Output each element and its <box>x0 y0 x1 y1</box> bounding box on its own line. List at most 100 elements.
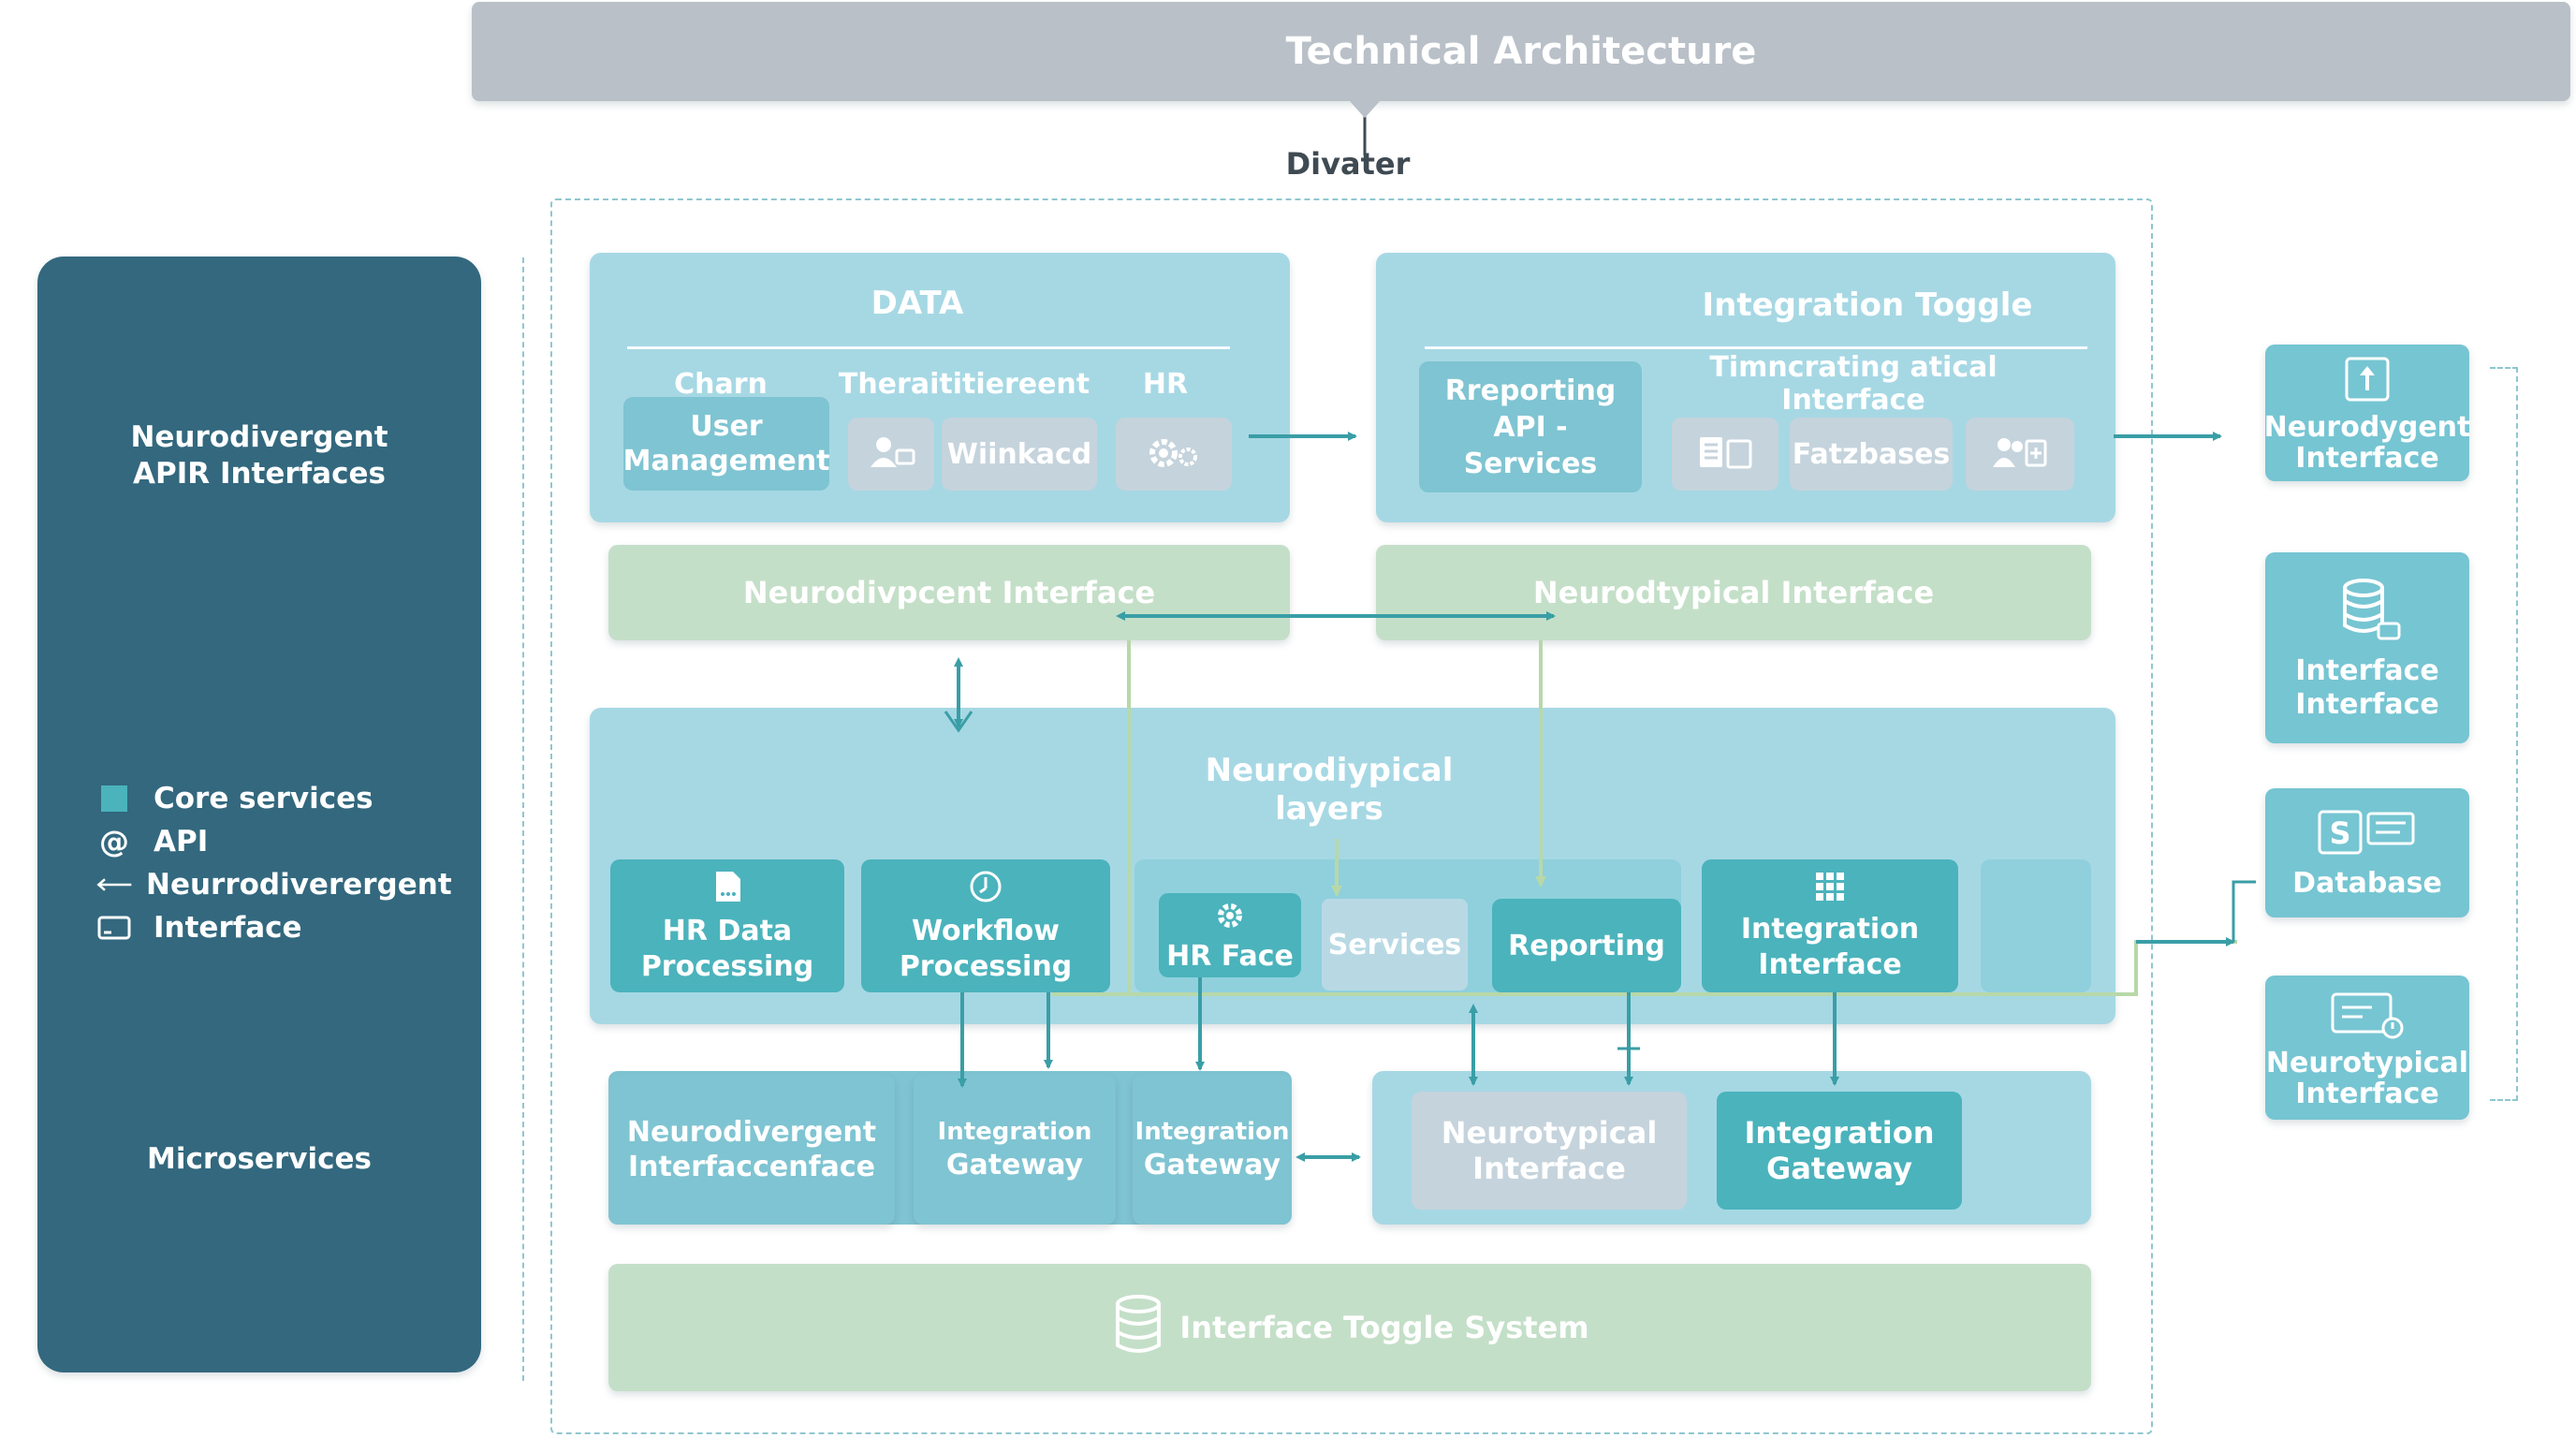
reporting-box[interactable]: Reporting <box>1492 899 1681 992</box>
hr-data-line1: HR Data <box>662 915 793 948</box>
legend-label: Neurrodiverergent <box>146 868 452 902</box>
hr-face-text: HR Face <box>1166 939 1294 973</box>
dollar-doc-icon: S <box>2316 806 2419 867</box>
neurodtypical-interface-bar[interactable]: Neurodtypical Interface <box>1376 545 2091 640</box>
integration-header-2: Timncrating atical Interface <box>1666 351 2041 417</box>
reporting-api-services-box[interactable]: Rreporting API - Services <box>1419 361 1642 492</box>
legend: Core services @ API Neurrodiverergent In… <box>95 777 470 949</box>
layers-title: Neurodiypical layers <box>1123 745 1535 835</box>
right-neurotypical-interface[interactable]: Neurotypical Interface <box>2265 976 2469 1120</box>
gw3-line1: Integration <box>1744 1114 1935 1151</box>
toggle-system-text: Interface Toggle System <box>1179 1310 1589 1345</box>
integration-interface-box[interactable]: Integration Interface <box>1702 859 1958 992</box>
clock-icon <box>967 868 1004 915</box>
arrow-left-icon <box>95 875 133 894</box>
document-tile[interactable] <box>1672 418 1778 491</box>
neurotypical-interface-box[interactable]: Neurotypical Interface <box>1412 1092 1687 1210</box>
user-add-icon <box>1989 432 2051 477</box>
neurodivpcent-interface-bar[interactable]: Neurodivpcent Interface <box>608 545 1290 640</box>
integration-gateway-1[interactable]: Integration Gateway <box>914 1075 1116 1225</box>
nd-iface-line1: Neurodivergent <box>626 1115 877 1149</box>
data-col-header-1: Charn <box>646 365 796 403</box>
left-panel-heading: Neurodivergent APIR Interfaces <box>37 414 481 498</box>
data-title-text: DATA <box>871 285 964 322</box>
gw3-line2: Gateway <box>1766 1151 1912 1186</box>
right-item-line2: Interface <box>2295 687 2439 721</box>
legend-item-api: @ API <box>95 820 470 863</box>
data-col-header-3: HR <box>1123 365 1208 403</box>
nt-iface-line1: Neurotypical <box>1441 1114 1658 1151</box>
gw2-line2: Gateway <box>1143 1148 1281 1181</box>
services-text: Services <box>1327 928 1462 961</box>
at-icon: @ <box>99 824 129 859</box>
legend-item-core: Core services <box>95 777 470 820</box>
reporting-line2: API - <box>1493 410 1568 444</box>
nd-iface-line2: Interfaccenface <box>628 1151 875 1183</box>
hr-face-box[interactable]: HR Face <box>1159 893 1301 977</box>
card-icon <box>2325 987 2409 1048</box>
col-header-text: Charn <box>674 367 768 401</box>
neurodivpcent-text: Neurodivpcent Interface <box>742 575 1156 610</box>
documents-icon <box>1692 432 1758 477</box>
user-add-tile[interactable] <box>1966 418 2074 491</box>
title-bar: Technical Architecture <box>472 2 2570 101</box>
data-box-title: DATA <box>590 277 1245 330</box>
right-database[interactable]: S Database <box>2265 788 2469 917</box>
grid-icon <box>1813 870 1847 913</box>
chevron-down-icon <box>944 711 973 733</box>
left-heading-line1: Neurodivergent <box>130 420 388 455</box>
services-box[interactable]: Services <box>1322 899 1468 990</box>
gw1-line1: Integration <box>937 1118 1092 1146</box>
integration-iface-line1: Integration <box>1740 913 1920 946</box>
divater-label: Divater <box>1245 140 1451 187</box>
workflow-line1: Workflow <box>912 915 1060 948</box>
fatzbases-tile[interactable]: Fatzbases <box>1790 418 1953 491</box>
microservices-text: Microservices <box>147 1141 372 1176</box>
settings-tile[interactable] <box>1116 418 1232 491</box>
fatzbases-text: Fatzbases <box>1792 437 1951 471</box>
reporting-text: Reporting <box>1508 929 1665 962</box>
green-connector-bottom <box>1052 940 2237 996</box>
right-neurodygent-interface[interactable]: Neurodygent Interface <box>2263 345 2471 481</box>
workflow-processing-box[interactable]: Workflow Processing <box>861 859 1110 992</box>
integration-iface-line2: Interface <box>1758 947 1902 981</box>
neurodtypical-text: Neurodtypical Interface <box>1532 575 1935 610</box>
right-item-line1: Neurodygent <box>2263 410 2471 444</box>
title-pointer <box>1350 101 1380 118</box>
user-group-tile[interactable] <box>848 418 934 491</box>
hr-data-line2: Processing <box>640 949 814 983</box>
user-management-box[interactable]: User Management <box>623 397 829 491</box>
legend-label: Interface <box>154 911 302 945</box>
right-item-line2: Interface <box>2295 1077 2439 1110</box>
data-col-header-2: Theraititiereent <box>839 365 1090 403</box>
interface-icon <box>95 915 133 941</box>
file-icon <box>709 868 746 915</box>
square-icon <box>95 785 133 812</box>
integration-title-text: Integration Toggle <box>1702 286 2033 324</box>
divater-text: Divater <box>1285 146 1411 182</box>
hr-data-processing-box[interactable]: HR Data Processing <box>610 859 844 992</box>
data-divider <box>627 346 1230 349</box>
nt-iface-line2: Interface <box>1472 1151 1626 1186</box>
reporting-line3: Services <box>1463 447 1598 480</box>
legend-label: API <box>154 825 209 858</box>
integration-gateway-2[interactable]: Integration Gateway <box>1133 1075 1292 1225</box>
integration-gateway-3[interactable]: Integration Gateway <box>1717 1092 1962 1210</box>
layers-title-line2: layers <box>1275 790 1383 828</box>
neurodivergent-interface-box[interactable]: Neurodivergent Interfaccenface <box>608 1075 895 1225</box>
svg-text:S: S <box>2329 815 2350 851</box>
gears-icon <box>1141 431 1207 477</box>
winkacd-tile[interactable]: Wiinkacd <box>942 418 1097 491</box>
upload-icon <box>2341 353 2393 412</box>
right-item-line1: Database <box>2292 866 2442 900</box>
legend-item-interface: Interface <box>95 906 470 949</box>
gear-icon <box>1213 899 1247 940</box>
green-connector-left <box>1052 640 1131 996</box>
col-header-text: HR <box>1142 367 1189 401</box>
user-group-icon <box>865 433 917 475</box>
right-interface-interface[interactable]: Interface Interface <box>2265 552 2469 743</box>
left-heading-line2: APIR Interfaces <box>133 457 386 491</box>
right-item-line1: Interface <box>2295 653 2439 687</box>
interface-toggle-system[interactable]: Interface Toggle System <box>608 1264 2091 1391</box>
integration-divider <box>1425 346 2087 349</box>
